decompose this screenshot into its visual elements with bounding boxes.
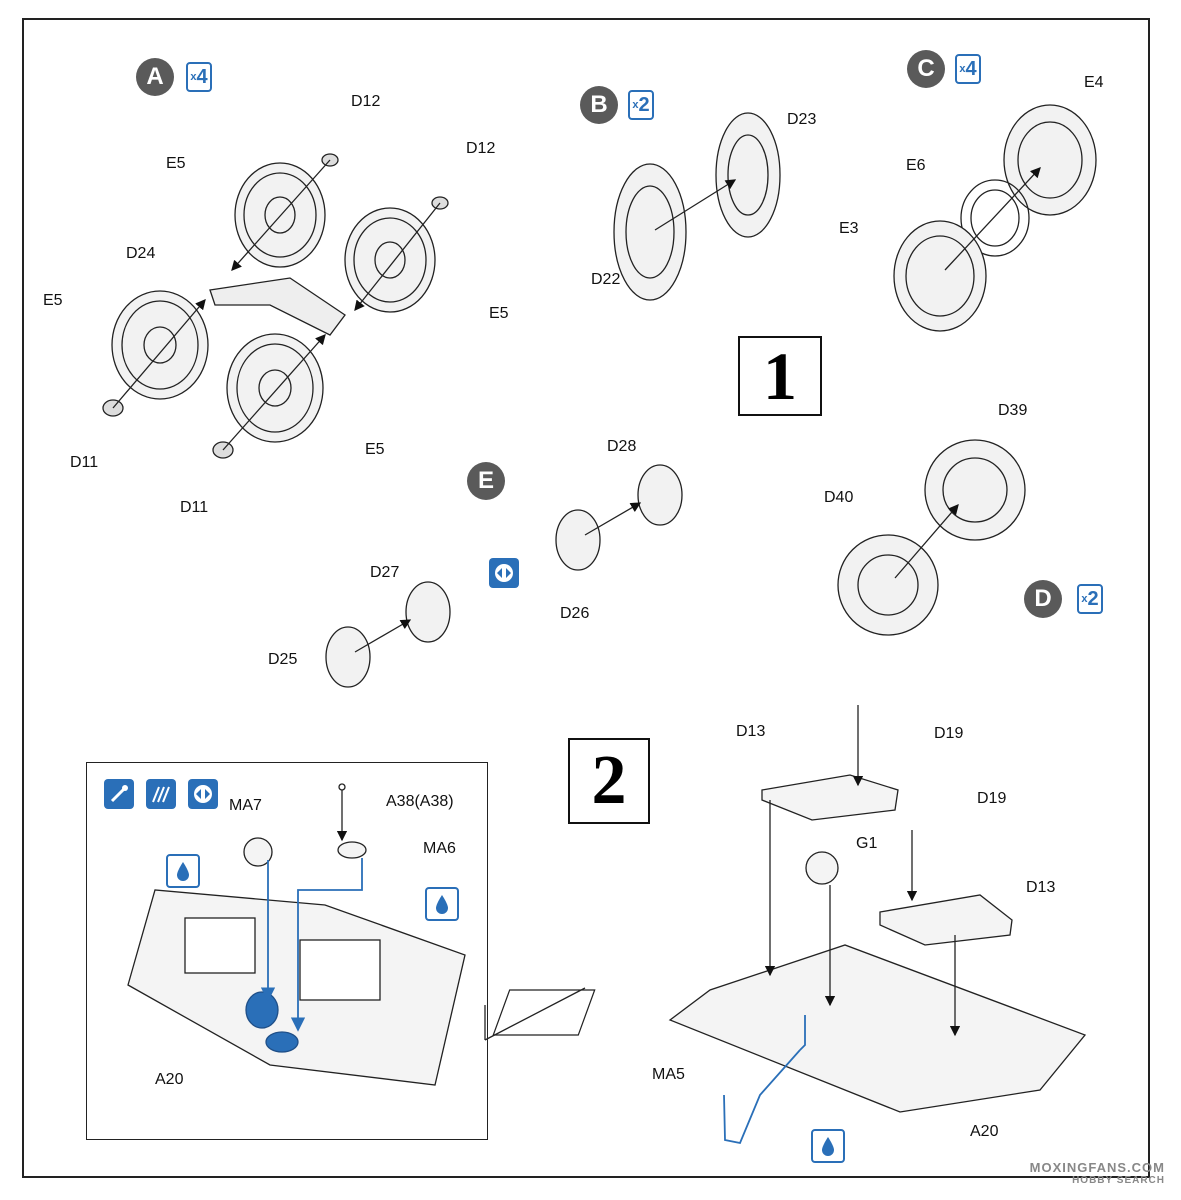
- bogie-d24: [209, 277, 346, 336]
- photo-etch-icon: [146, 779, 176, 809]
- label-d28: D28: [607, 438, 637, 455]
- hull-plate-a20: [668, 944, 1087, 1113]
- group-badge-b: B: [580, 86, 618, 124]
- optional-part-glyph: [495, 564, 513, 582]
- qty-value: 4: [965, 58, 977, 80]
- group-badge-c: C: [907, 50, 945, 88]
- qty-prefix: x: [959, 63, 966, 75]
- paint-brush-icon: [104, 779, 134, 809]
- wheel-e3: [893, 220, 987, 332]
- plate-ma6: [337, 841, 367, 859]
- label-d27: D27: [370, 564, 400, 581]
- label-e5: E5: [166, 155, 186, 172]
- qty-value: 4: [196, 66, 208, 88]
- qty-prefix: x: [190, 71, 197, 83]
- label-e5: E5: [489, 305, 509, 322]
- label-d19: D19: [977, 790, 1007, 807]
- label-a20: A20: [970, 1123, 999, 1140]
- label-a38: A38(A38): [386, 793, 454, 810]
- label-d19: D19: [934, 725, 964, 742]
- tyre-e6: [960, 179, 1030, 257]
- label-d11: D11: [180, 499, 209, 516]
- label-e4: E4: [1084, 74, 1104, 91]
- optional-part-icon: [188, 779, 218, 809]
- label-d13: D13: [736, 723, 766, 740]
- glue-drop-icon: [425, 887, 459, 921]
- group-badge-d: D: [1024, 580, 1062, 618]
- wheel-d28: [637, 464, 683, 526]
- paint-brush-glyph: [110, 785, 128, 803]
- label-d40: D40: [824, 489, 854, 506]
- hatch-d13-right: [879, 894, 1013, 946]
- qty-prefix: x: [1081, 593, 1088, 605]
- label-ma5: MA5: [652, 1066, 685, 1083]
- wheel-e5-bottom: [226, 333, 324, 443]
- label-ma7: MA7: [229, 797, 262, 814]
- label-e5: E5: [365, 441, 385, 458]
- wheel-e5-left: [111, 290, 209, 400]
- group-badge-e: E: [467, 462, 505, 500]
- optional-part-glyph: [194, 785, 212, 803]
- label-d23: D23: [787, 111, 817, 128]
- label-ma6: MA6: [423, 840, 456, 857]
- label-d13: D13: [1026, 879, 1056, 896]
- label-d12: D12: [466, 140, 496, 157]
- sprocket-d40: [837, 534, 939, 636]
- periscope-g1: [805, 851, 839, 885]
- label-e5: E5: [43, 292, 63, 309]
- qty-value: 2: [638, 94, 650, 116]
- wheel-e4: [1003, 104, 1097, 216]
- label-d22: D22: [591, 271, 621, 288]
- plate-ma7: [243, 837, 273, 867]
- optional-part-icon: [489, 558, 519, 588]
- label-d11: D11: [70, 454, 99, 471]
- glue-drop-glyph: [436, 895, 448, 914]
- wheel-e5-right: [344, 207, 436, 313]
- label-e6: E6: [906, 157, 926, 174]
- qty-prefix: x: [632, 99, 639, 111]
- inset-detail-frame: [86, 762, 488, 1140]
- label-a20: A20: [155, 1071, 184, 1088]
- wheel-d23: [715, 112, 781, 238]
- photo-etch-glyph: [152, 786, 170, 803]
- step-number-1: 1: [738, 336, 822, 416]
- wheel-d25: [325, 626, 371, 688]
- group-badge-a: A: [136, 58, 174, 96]
- label-d39: D39: [998, 402, 1028, 419]
- wheel-d22: [613, 163, 687, 301]
- label-d12: D12: [351, 93, 381, 110]
- page-frame: [22, 18, 1150, 1178]
- hatch-d13-top: [761, 774, 899, 821]
- step-number-2: 2: [568, 738, 650, 824]
- label-g1: G1: [856, 835, 878, 852]
- glue-drop-icon: [811, 1129, 845, 1163]
- label-d26: D26: [560, 605, 590, 622]
- wheel-d27: [405, 581, 451, 643]
- label-e3: E3: [839, 220, 859, 237]
- label-d25: D25: [268, 651, 298, 668]
- label-d24: D24: [126, 245, 156, 262]
- glue-drop-glyph: [177, 862, 189, 881]
- wheel-d26: [555, 509, 601, 571]
- watermark-line-1: MOXINGFANS.COM: [1029, 1160, 1165, 1175]
- glue-drop-glyph: [822, 1137, 834, 1156]
- watermark: MOXINGFANS.COM HOBBY SEARCH: [1030, 1160, 1165, 1186]
- watermark-line-2: HOBBY SEARCH: [1072, 1175, 1165, 1186]
- glue-drop-icon: [166, 854, 200, 888]
- qty-value: 2: [1087, 588, 1099, 610]
